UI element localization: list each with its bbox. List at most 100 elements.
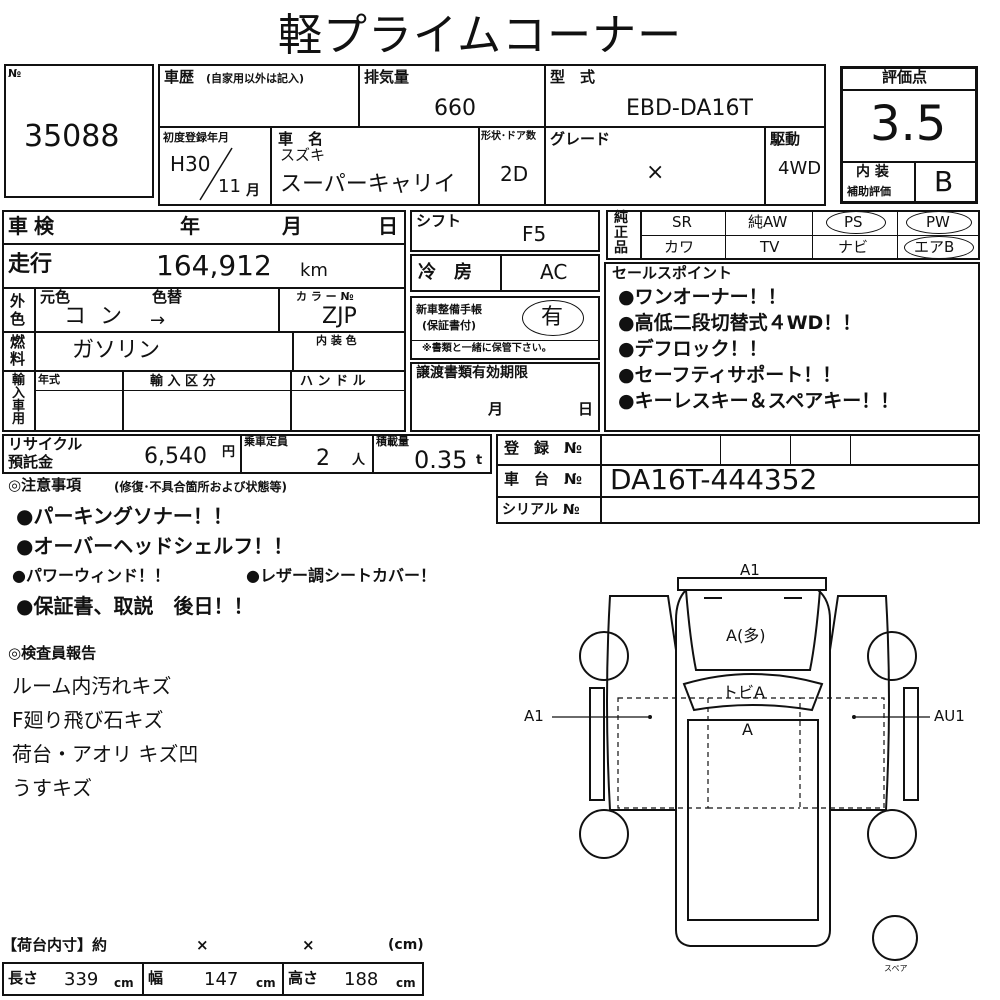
notes-sub: (修復･不具合箇所および状態等) — [114, 480, 287, 494]
cargo-width-label: 幅 — [148, 969, 164, 987]
grade-value: × — [646, 160, 665, 185]
first-reg-month-unit: 月 — [246, 183, 260, 199]
page-title: 軽プライムコーナー — [278, 10, 683, 61]
diagram-windshield-label: トビA — [722, 683, 765, 702]
load-value: 0.35 — [414, 446, 468, 474]
chassis-value: DA16T-444352 — [610, 463, 818, 496]
equip-alloy-wheel: 純AW — [748, 213, 788, 231]
maintenance-label-2: (保証書付) — [422, 319, 477, 332]
sales-point: ●高低二段切替式４WD！！ — [618, 312, 862, 334]
car-maker: スズキ — [280, 146, 326, 164]
cargo-height-label: 高さ — [288, 969, 319, 987]
equip-airbag: エアB — [914, 238, 955, 256]
note-item: ●パーキングソナー！！ — [16, 504, 233, 528]
shift-label: シフト — [416, 212, 462, 230]
note-item: ●保証書、取説 後日！！ — [16, 594, 254, 618]
import-side-label: 輸入車用 — [12, 373, 26, 427]
vehicle-info-box — [158, 64, 826, 206]
equip-pw: PW — [926, 213, 950, 231]
transfer-box — [410, 362, 600, 432]
car-name: スーパーキャリイ — [280, 172, 456, 197]
drive-label: 駆動 — [770, 130, 801, 148]
cargo-dimensions-box — [2, 962, 424, 996]
inspector-label: ◎検査員報告 — [8, 644, 97, 662]
lot-number: 35088 — [24, 119, 120, 154]
capacity-label: 乗車定員 — [244, 435, 288, 448]
recycle-label-1: リサイクル — [8, 435, 83, 453]
diagram-roof-label: A — [742, 720, 753, 739]
cargo-x2: × — [302, 936, 315, 954]
lot-no-label: № — [8, 67, 22, 80]
shaken-label: 車検 — [8, 214, 60, 238]
shaken-year: 年 — [180, 214, 200, 238]
note-item: ●オーバーヘッドシェルフ！！ — [16, 534, 294, 558]
maintenance-label-1: 新車整備手帳 — [416, 303, 482, 316]
capacity-unit: 人 — [352, 453, 366, 468]
inspector-item: F廻り飛び石キズ — [12, 708, 164, 732]
first-reg-month: 11 — [218, 176, 241, 197]
sales-point: ●セーフティサポート！！ — [618, 364, 842, 386]
transfer-month: 月 — [488, 400, 504, 418]
note-item: ●パワーウィンド！！ — [12, 566, 170, 585]
sales-point: ●ワンオーナー！！ — [618, 286, 787, 308]
interior-score-label-1: 内 装 — [856, 164, 889, 180]
ac-box — [410, 254, 600, 292]
maintenance-box — [410, 296, 600, 360]
registration-label: 登 録 № — [504, 439, 583, 457]
load-label: 積載量 — [376, 435, 409, 448]
sales-point: ●キーレスキー＆スペアキー！！ — [618, 390, 900, 412]
equip-sr: SR — [672, 213, 692, 231]
fuel-value: ガソリン — [72, 338, 161, 363]
equip-navi: ナビ — [838, 238, 869, 256]
score-label: 評価点 — [882, 68, 928, 86]
grade-label: グレード — [550, 130, 611, 148]
sales-point: ●デフロック！！ — [618, 338, 768, 360]
first-reg-label: 初度登録年月 — [163, 131, 229, 144]
cargo-length-label: 長さ — [8, 969, 39, 987]
ac-label: 冷 房 — [418, 262, 472, 283]
equip-leather: カワ — [664, 238, 695, 256]
fuel-side-label: 燃料 — [10, 333, 26, 368]
equipment-side-label: 純正品 — [614, 210, 628, 256]
shaken-day: 日 — [378, 214, 398, 238]
color-change-value: → — [150, 310, 166, 331]
registration-box — [496, 434, 980, 524]
equip-tv: TV — [760, 238, 780, 256]
mileage-value: 164,912 — [156, 249, 272, 282]
import-year-label: 年式 — [38, 373, 60, 386]
inspector-item: ルーム内汚れキズ — [12, 674, 172, 698]
history-label: 車歴 — [164, 68, 195, 86]
recycle-box — [2, 434, 492, 474]
doors-label: 形状･ドア数 — [481, 131, 536, 142]
cargo-width-value: 147 — [204, 969, 239, 990]
cargo-x1: × — [196, 936, 209, 954]
color-change-label: 色替 — [152, 288, 183, 306]
note-item: ●レザー調シートカバー！ — [246, 566, 436, 585]
cargo-height-unit: cm — [396, 976, 416, 990]
model-value: EBD-DA16T — [626, 96, 753, 121]
recycle-value: 6,540 — [144, 444, 207, 469]
sales-points-box — [604, 262, 980, 432]
transfer-label: 譲渡書類有効期限 — [416, 365, 528, 381]
model-label: 型 式 — [550, 68, 596, 86]
history-note: (自家用以外は記入) — [206, 72, 305, 85]
transfer-day: 日 — [578, 400, 594, 418]
cargo-label: 【荷台内寸】約 — [2, 936, 108, 954]
shaken-mileage-box — [2, 210, 406, 432]
color-code-value: ZJP — [322, 304, 357, 329]
capacity-value: 2 — [316, 446, 330, 471]
serial-label: シリアル № — [502, 502, 580, 518]
interior-score-label-2: 補助評価 — [847, 185, 891, 198]
diagram-hood-label: A(多) — [726, 626, 766, 645]
import-handle-label: ハ ン ド ル — [300, 374, 366, 389]
diagram-left-label: A1 — [524, 707, 544, 725]
orig-color-value: コン — [64, 304, 137, 329]
diagram-front-label: A1 — [740, 561, 760, 579]
cargo-unit-label: (cm) — [388, 937, 424, 953]
first-reg-year: H30 — [170, 152, 211, 176]
shift-value: F5 — [522, 222, 547, 246]
maintenance-note: ※書類と一緒に保管下さい。 — [422, 343, 552, 354]
inspector-item: うすキズ — [12, 776, 92, 800]
car-damage-diagram — [552, 577, 930, 961]
equip-ps: PS — [844, 213, 863, 231]
